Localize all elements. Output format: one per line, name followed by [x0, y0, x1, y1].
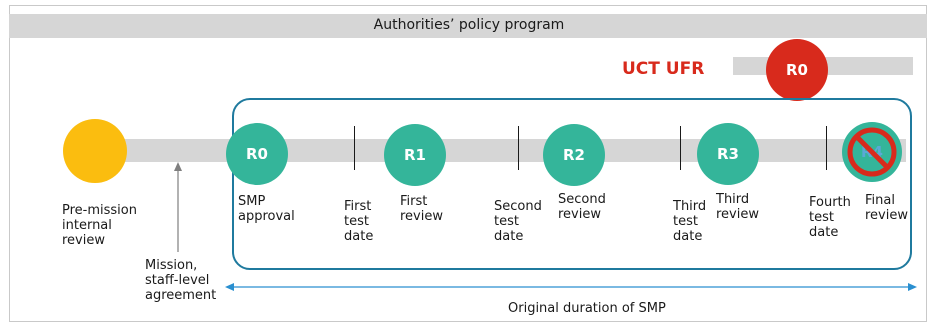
premission-circle: [63, 119, 127, 183]
duration-arrow: [225, 283, 917, 291]
program-title: Authorities’ policy program: [373, 17, 565, 33]
cancelled-icon: [847, 127, 897, 177]
mission-label: Mission, staff-level agreement: [145, 258, 217, 303]
milestone-r0-circle: R0: [226, 123, 288, 185]
diagram-frame: [9, 5, 927, 322]
milestone-r2-circle: R2: [543, 124, 605, 186]
test-date-tick-4: [826, 126, 827, 170]
milestone-r3-circle: R3: [697, 123, 759, 185]
test-date-label-3: Third test date: [673, 199, 707, 244]
test-date-tick-2: [518, 126, 519, 170]
premission-label: Pre-mission internal review: [62, 203, 137, 248]
program-bar: [9, 14, 927, 38]
milestone-r3-label: R3: [717, 145, 739, 163]
test-date-label-4: Fourth test date: [809, 195, 851, 240]
milestone-r1-caption: First review: [400, 194, 443, 224]
milestone-r4-caption: Final review: [865, 193, 908, 223]
milestone-r1-label: R1: [404, 146, 426, 164]
test-date-label-2: Second test date: [494, 199, 542, 244]
uct-r0-circle: R0: [766, 39, 828, 101]
milestone-r2-caption: Second review: [558, 192, 606, 222]
milestone-r3-caption: Third review: [716, 192, 759, 222]
test-date-tick-1: [354, 126, 355, 170]
smp-program-outline: [232, 98, 912, 270]
milestone-r0-label: R0: [246, 145, 268, 163]
duration-label: Original duration of SMP: [508, 301, 666, 316]
milestone-r2-label: R2: [563, 146, 585, 164]
test-date-tick-3: [680, 126, 681, 170]
uct-r0-label: R0: [786, 61, 808, 79]
milestone-r0-caption: SMP approval: [238, 194, 295, 224]
test-date-label-1: First test date: [344, 199, 374, 244]
uct-ufr-label: UCT UFR: [622, 59, 705, 79]
milestone-r1-circle: R1: [384, 124, 446, 186]
mission-arrow: [174, 162, 182, 252]
